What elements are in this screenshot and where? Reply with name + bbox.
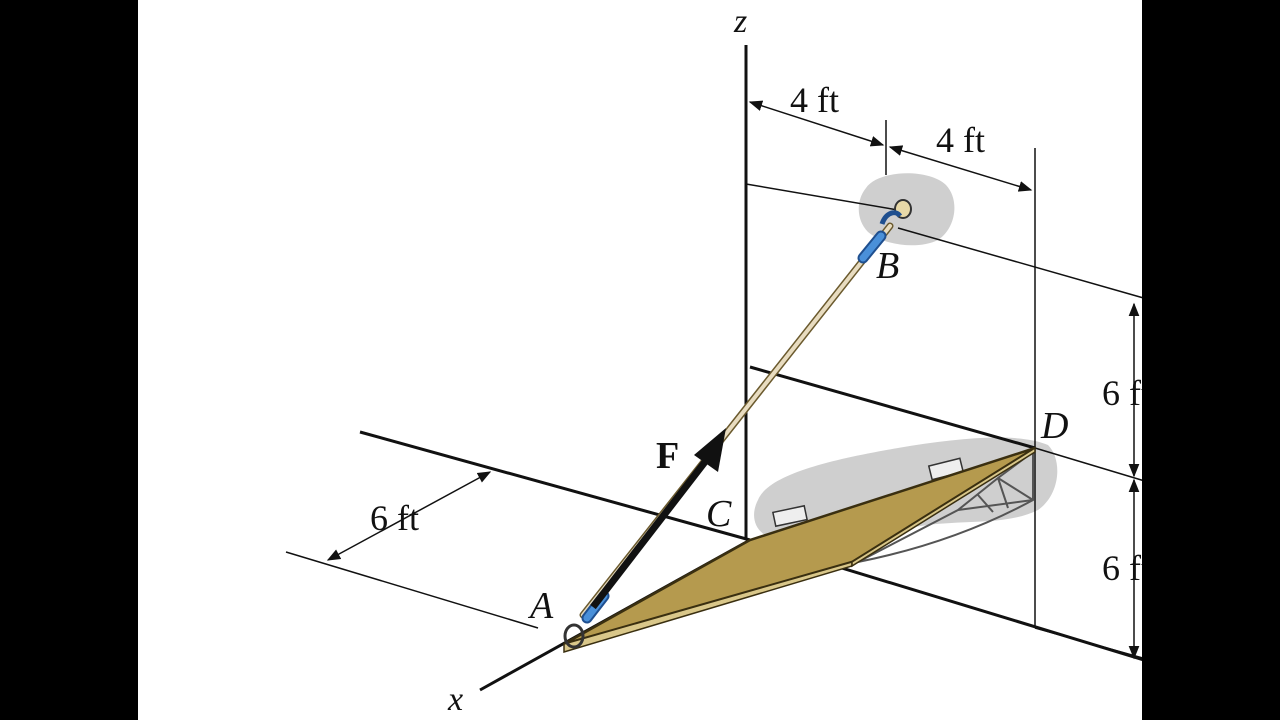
dim-label-6ft-left: 6 ft bbox=[370, 498, 419, 538]
mount-tab-left bbox=[772, 504, 808, 528]
force-vector-f-shaft bbox=[590, 455, 711, 610]
hook-a bbox=[563, 623, 585, 649]
dim-label-4ft-right: 4 ft bbox=[936, 120, 985, 160]
canopy-bracket-truss bbox=[957, 477, 1034, 513]
point-c-label: C bbox=[706, 493, 732, 535]
connector-b-inner bbox=[859, 232, 885, 262]
wall-base-line bbox=[749, 365, 1036, 450]
point-b-label: B bbox=[876, 245, 899, 287]
dim-line-6ft-left bbox=[326, 471, 492, 561]
dim-ext-4ft-left bbox=[745, 183, 899, 211]
dim-ext-d-horizontal bbox=[1034, 447, 1142, 481]
point-d-label: D bbox=[1040, 405, 1068, 447]
force-f-label: F bbox=[656, 435, 679, 477]
dim-line-4ft-a bbox=[748, 100, 885, 147]
dim-label-4ft-left: 4 ft bbox=[790, 80, 839, 120]
dim-label-6ft-upper: 6 ft bbox=[1102, 373, 1142, 413]
canopy-bracket bbox=[857, 450, 1034, 563]
force-vector-f-head bbox=[694, 428, 726, 472]
x-axis-label: x bbox=[447, 681, 463, 718]
dim-label-6ft-lower: 6 ft bbox=[1102, 548, 1142, 588]
dim-ext-ground-right bbox=[1034, 627, 1142, 659]
canopy-plate-side-edge bbox=[851, 446, 1036, 568]
dim-line-4ft-b bbox=[888, 145, 1033, 192]
z-axis-label: z bbox=[733, 3, 747, 40]
hook-b bbox=[879, 210, 903, 225]
point-a-label: A bbox=[527, 585, 554, 627]
canopy-force-diagram: z x y A B C D F 4 ft 4 ft 6 ft 6 ft 6 ft bbox=[285, 3, 1142, 718]
diagram-canvas: z x y A B C D F 4 ft 4 ft 6 ft 6 ft 6 ft bbox=[138, 0, 1142, 720]
dim-ext-b-horizontal bbox=[897, 227, 1142, 299]
ground-line-back bbox=[359, 430, 751, 542]
dim-ext-left-lower bbox=[285, 551, 539, 629]
